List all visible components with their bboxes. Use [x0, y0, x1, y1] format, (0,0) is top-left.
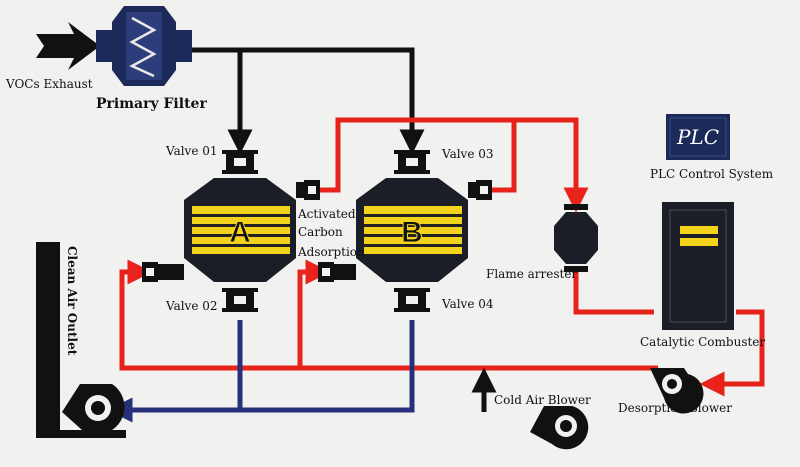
cold-air-blower [530, 406, 589, 450]
plc-badge [666, 114, 730, 160]
flame-arrester-label: Flame arrester [486, 267, 577, 281]
inlet-pipes [188, 47, 425, 155]
adsorber-a [142, 150, 320, 312]
desorption-blower-label: Desorption Blower [618, 401, 732, 415]
activated-carbon-label-line-1: Activated [297, 207, 356, 221]
clean-air-pipes [107, 320, 415, 423]
activated-carbon-label-line-2: Carbon [298, 225, 343, 239]
adsorber-b [318, 150, 492, 312]
primary-filter-label: Primary Filter [96, 96, 207, 112]
valve-01-label: Valve 01 [165, 144, 218, 158]
adsorber-a-label: A [229, 216, 251, 249]
vocs-inlet-arrow [36, 22, 100, 70]
valve-02-label: Valve 02 [165, 299, 218, 313]
cold-air-blower-label: Cold Air Blower [494, 393, 591, 407]
clean-air-outlet-stack [36, 242, 60, 438]
clean-air-outlet-label: Clean Air Outlet [65, 246, 79, 356]
plc-control-system-label: PLC Control System [650, 167, 774, 181]
activated-carbon-label-line-3: Adsorption [297, 245, 365, 259]
vocs-exhaust-label: VOCs Exhaust [5, 77, 93, 91]
catalytic-combuster-label: Catalytic Combuster [640, 335, 765, 349]
desorption-blower [650, 368, 704, 414]
plc-badge-text: PLC [676, 125, 719, 149]
hot-air-pipes [119, 117, 765, 397]
valve-04-label: Valve 04 [441, 297, 494, 311]
valve-03-label: Valve 03 [441, 147, 494, 161]
flame-arrester [554, 204, 598, 272]
primary-filter [96, 6, 192, 86]
exhaust-blower [60, 384, 126, 438]
catalytic-combuster [662, 202, 734, 330]
adsorber-b-label: B [401, 216, 423, 249]
